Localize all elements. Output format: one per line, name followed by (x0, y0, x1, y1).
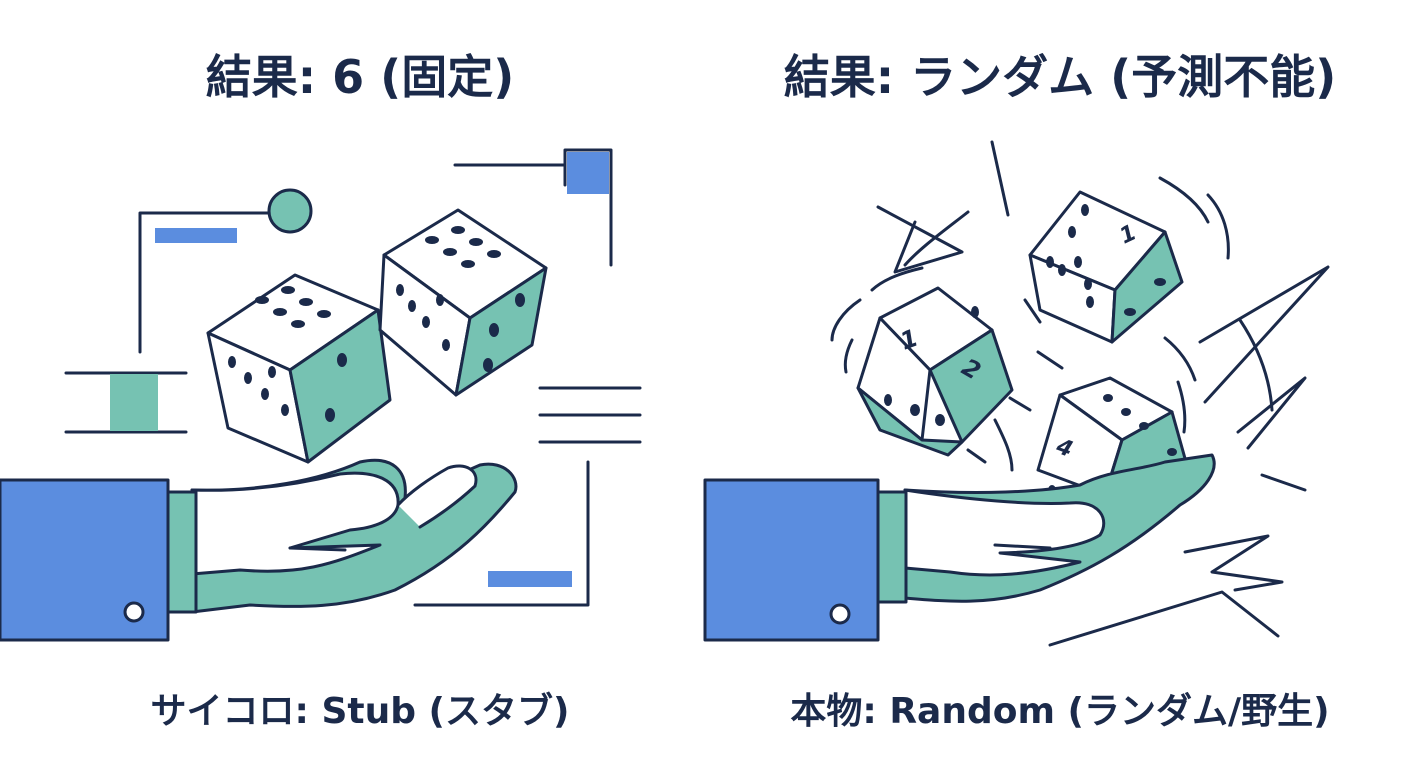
circuit-decoration-left (64, 148, 642, 607)
left-panel-caption: サイコロ: Stub (スタブ) (150, 691, 570, 732)
random-die-top (1028, 190, 1184, 344)
random-die-left (856, 286, 1014, 457)
left-panel-illustration (0, 148, 642, 642)
random-hand (703, 453, 1216, 642)
die-face-label: 4 (1052, 434, 1076, 463)
stub-hand (0, 458, 518, 642)
random-die-bottom (1036, 376, 1188, 497)
right-panel-title: 結果: ランダム (予測不能) (783, 50, 1337, 104)
right-panel-illustration (703, 140, 1330, 647)
left-panel-title: 結果: 6 (固定) (205, 50, 515, 104)
right-panel-caption: 本物: Random (ランダム/野生) (790, 691, 1330, 732)
stub-die-1 (206, 273, 392, 464)
stub-die-2 (378, 208, 548, 397)
chaos-lines (830, 140, 1330, 647)
